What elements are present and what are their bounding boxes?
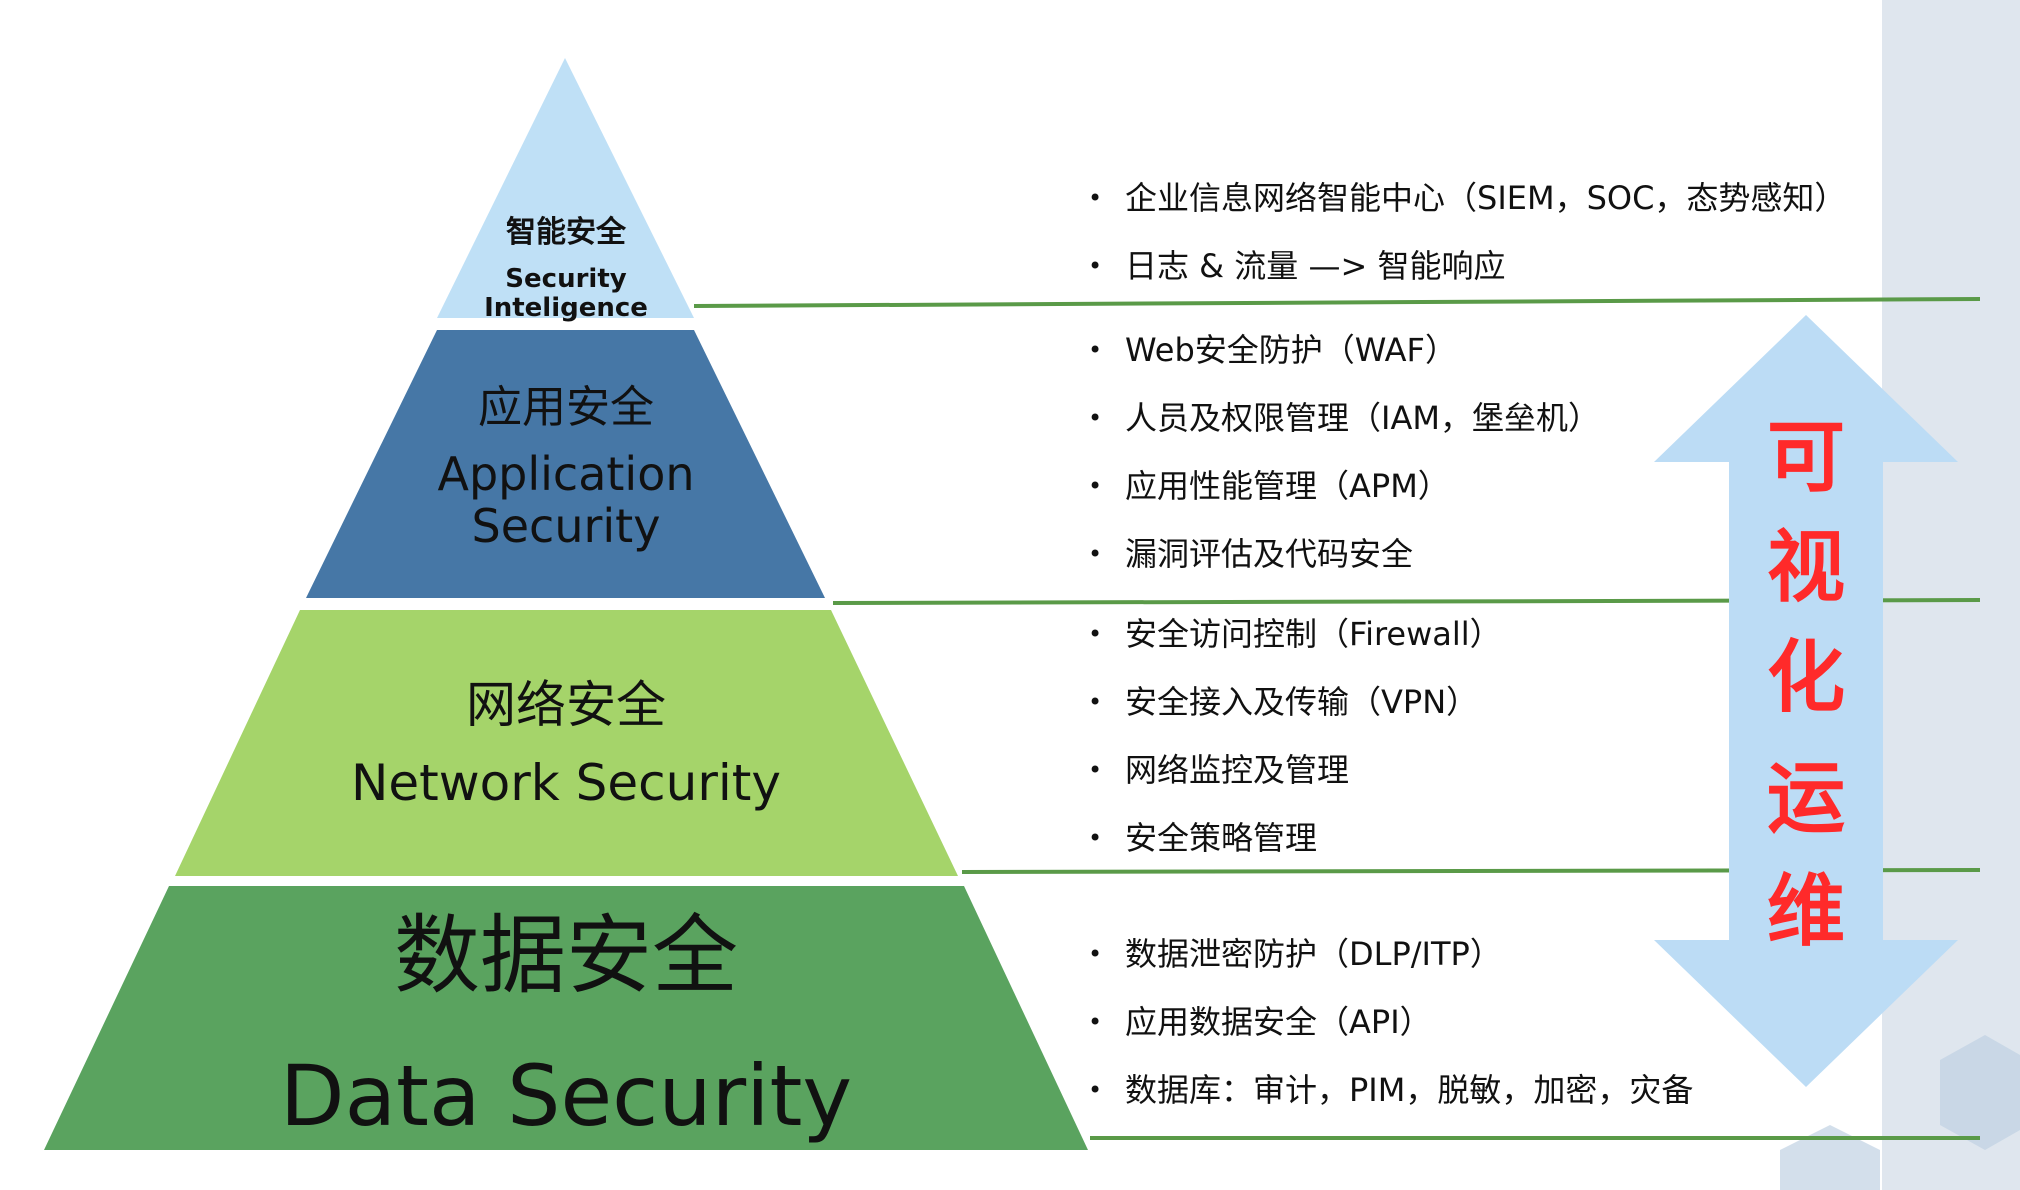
list-item: 应用性能管理（APM）: [1080, 452, 1600, 520]
tier-application-en-1: Application: [437, 447, 694, 501]
tier-intelligence-en-2: Inteligence: [484, 293, 648, 323]
tier-network-shape: [175, 610, 958, 876]
tier-intelligence-zh: 智能安全: [506, 215, 627, 250]
list-item: 企业信息网络智能中心（SIEM，SOC，态势感知）: [1080, 164, 1846, 232]
network-list: 安全访问控制（Firewall） 安全接入及传输（VPN） 网络监控及管理 安全…: [1080, 600, 1502, 872]
intelligence-list: 企业信息网络智能中心（SIEM，SOC，态势感知） 日志 & 流量 —> 智能响…: [1080, 164, 1846, 300]
visual-ops-char: 维: [1767, 866, 1845, 957]
list-item: Web安全防护（WAF）: [1080, 316, 1600, 384]
hexagon-decor: [1780, 1125, 1880, 1190]
separator-line: [693, 297, 1981, 308]
visual-ops-char: 视: [1767, 522, 1845, 613]
hexagon-decor: [1940, 1035, 2020, 1150]
tier-network-zh: 网络安全: [466, 676, 666, 734]
list-item: 安全访问控制（Firewall）: [1080, 600, 1502, 668]
list-item: 数据库：审计，PIM，脱敏，加密，灾备: [1080, 1056, 1693, 1124]
tier-intelligence-en-1: Security: [505, 264, 626, 294]
tier-data-en: Data Security: [280, 1047, 852, 1145]
visual-ops-char: 化: [1767, 632, 1845, 723]
list-item: 漏洞评估及代码安全: [1080, 520, 1600, 588]
tier-application-shape: [306, 330, 825, 598]
list-item: 数据泄密防护（DLP/ITP）: [1080, 920, 1693, 988]
tier-network-en: Network Security: [351, 754, 781, 812]
list-item: 日志 & 流量 —> 智能响应: [1080, 232, 1846, 300]
tier-data-zh: 数据安全: [394, 906, 738, 1006]
tier-application-en-2: Security: [472, 499, 661, 553]
side-panel: [1882, 0, 2020, 1190]
list-item: 安全接入及传输（VPN）: [1080, 668, 1502, 736]
data-list: 数据泄密防护（DLP/ITP） 应用数据安全（API） 数据库：审计，PIM，脱…: [1080, 920, 1693, 1124]
list-item: 应用数据安全（API）: [1080, 988, 1693, 1056]
visual-ops-char: 运: [1767, 753, 1845, 844]
tier-application-zh: 应用安全: [478, 382, 654, 433]
visual-ops-char: 可: [1767, 412, 1845, 503]
list-item: 安全策略管理: [1080, 804, 1502, 872]
tier-intelligence-shape: [437, 58, 694, 318]
tier-data-shape: [44, 886, 1088, 1150]
double-arrow-icon: [1654, 315, 1958, 1087]
application-list: Web安全防护（WAF） 人员及权限管理（IAM，堡垒机） 应用性能管理（APM…: [1080, 316, 1600, 588]
list-item: 网络监控及管理: [1080, 736, 1502, 804]
list-item: 人员及权限管理（IAM，堡垒机）: [1080, 384, 1600, 452]
